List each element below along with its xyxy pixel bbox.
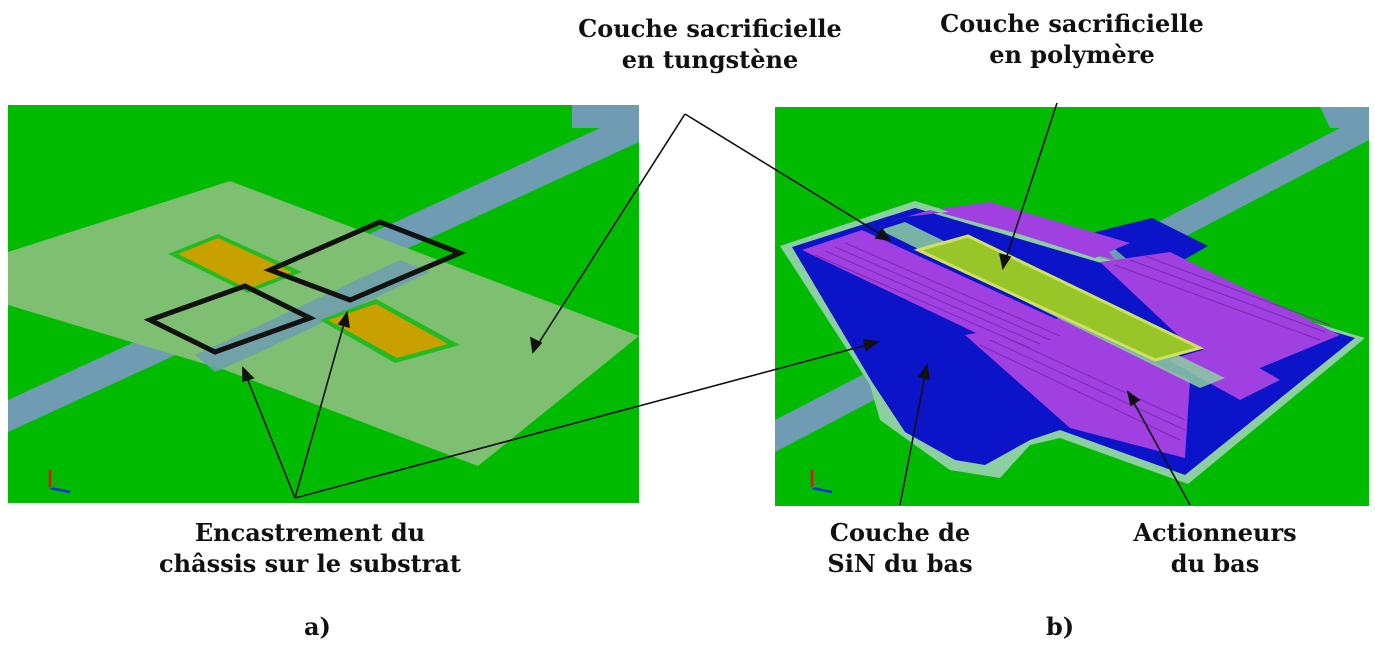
arrow-anchor-3-head bbox=[862, 339, 881, 352]
panel-a-tungsten-layer bbox=[8, 181, 639, 466]
panel-b-label: b) bbox=[1046, 612, 1075, 641]
panel-b-actuator-bottom bbox=[965, 318, 1190, 458]
arrow-polymer-head bbox=[998, 252, 1012, 271]
panel-b-comb-lines bbox=[814, 242, 1331, 441]
panel-b bbox=[775, 107, 1369, 506]
panel-a-gold-pad-top bbox=[178, 238, 292, 289]
label-polymer-line1: Couche sacrificielle bbox=[940, 9, 1204, 38]
label-sin-line1: Couche de bbox=[829, 518, 971, 547]
arrow-anchor-2-head bbox=[337, 310, 350, 329]
panel-a-label: a) bbox=[304, 612, 331, 641]
label-tungsten-line1: Couche sacrificielle bbox=[578, 14, 842, 43]
label-anchor: Encastrement du châssis sur le substrat bbox=[120, 517, 500, 579]
panel-b-polymer-layer bbox=[913, 234, 1205, 362]
arrow-anchor-1 bbox=[242, 367, 296, 499]
panel-a-axis-icon bbox=[48, 470, 71, 494]
panel-b-actuator-left bbox=[802, 230, 1080, 353]
panel-b-axis-icon bbox=[810, 470, 833, 494]
panel-a-anchor-box-left bbox=[143, 283, 317, 355]
panel-b-sin-tab-top bbox=[1095, 218, 1208, 262]
panel-b-sin-tab-bottom bbox=[866, 334, 965, 390]
panel-a bbox=[8, 105, 639, 503]
arrow-tungsten-a-head bbox=[529, 336, 543, 354]
arrow-anchor-1-head bbox=[242, 366, 255, 383]
arrow-anchor-3 bbox=[294, 341, 879, 499]
label-anchor-line1: Encastrement du bbox=[194, 518, 426, 547]
label-anchor-line2: châssis sur le substrat bbox=[159, 549, 461, 578]
label-actuators-line2: du bas bbox=[1170, 549, 1260, 578]
label-tungsten-line2: en tungstène bbox=[621, 45, 799, 74]
label-tungsten: Couche sacrificielle en tungstène bbox=[545, 13, 875, 75]
arrow-tungsten-b-head bbox=[874, 227, 892, 242]
arrow-tungsten-b bbox=[684, 113, 891, 241]
arrow-polymer bbox=[1002, 102, 1058, 269]
arrow-sin-head bbox=[917, 362, 930, 381]
arrow-actuators bbox=[1127, 391, 1191, 506]
label-sin: Couche de SiN du bas bbox=[780, 517, 1020, 579]
label-actuators-line1: Actionneurs bbox=[1133, 518, 1297, 547]
label-sin-line2: SiN du bas bbox=[827, 549, 973, 578]
arrow-tungsten-a bbox=[532, 113, 686, 353]
leader-lines bbox=[242, 102, 1191, 506]
panel-a-anchor-box-right bbox=[263, 219, 467, 303]
panel-a-gold-pad-bottom bbox=[328, 304, 448, 358]
arrow-anchor-2 bbox=[294, 312, 348, 499]
panel-a-signal-through bbox=[195, 260, 430, 372]
panel-b-actuator-top bbox=[940, 202, 1130, 258]
arrow-sin bbox=[899, 364, 928, 506]
label-polymer: Couche sacrificielle en polymère bbox=[907, 8, 1237, 70]
arrow-actuators-head bbox=[1126, 390, 1141, 407]
panel-b-actuator-bottom-small bbox=[1168, 345, 1280, 400]
label-polymer-line2: en polymère bbox=[989, 40, 1155, 69]
label-actuators: Actionneurs du bas bbox=[1095, 517, 1335, 579]
